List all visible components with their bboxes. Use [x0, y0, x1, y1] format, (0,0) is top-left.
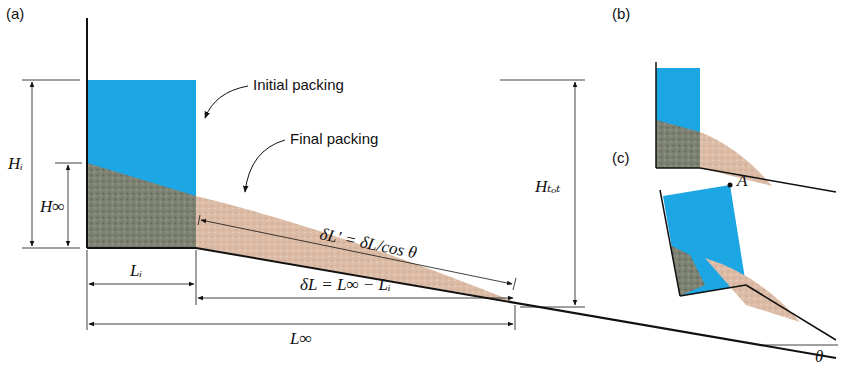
dimension-label: Hₜₒₜ [535, 178, 561, 195]
dimension-label: δL = L∞ − Lᵢ [300, 276, 391, 293]
dimension-label: Hᵢ [8, 155, 23, 172]
dimension-label: H∞ [40, 198, 64, 215]
dimension-label: Lᵢ [130, 262, 142, 279]
panel-label: (b) [612, 6, 630, 21]
dimension-label: L∞ [290, 330, 312, 347]
angle-label: θ [815, 348, 823, 365]
point-label: A [737, 172, 747, 189]
callout-text: Final packing [290, 131, 378, 146]
panel-label: (a) [6, 6, 24, 21]
panel-label: (c) [612, 150, 630, 165]
callout-text: Initial packing [253, 77, 344, 92]
